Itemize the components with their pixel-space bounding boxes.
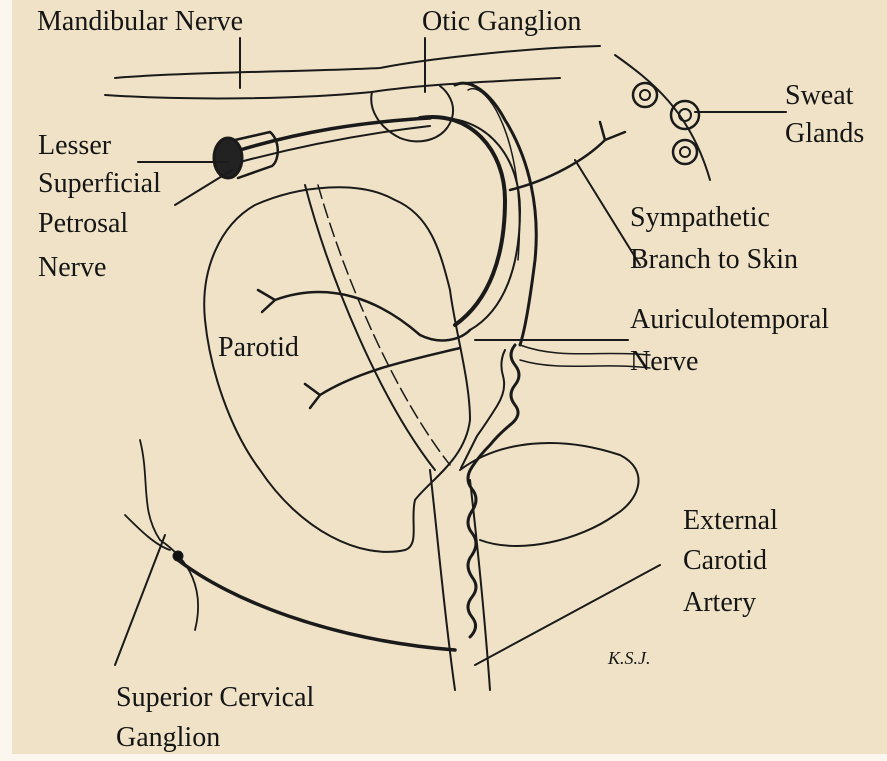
label-artery: Artery	[683, 585, 756, 621]
label-superficial: Superficial	[38, 166, 161, 202]
ear-cartilage	[460, 443, 639, 546]
label-external: External	[683, 503, 778, 539]
carotid-wall-left	[430, 470, 455, 690]
sweat-gland-3	[673, 140, 697, 164]
mandibular-nerve-upper	[115, 46, 600, 78]
bottom-border	[0, 754, 887, 761]
carotid-plexus	[468, 345, 519, 637]
label-parotid: Parotid	[218, 330, 299, 366]
mandibular-nerve-lower	[105, 78, 560, 98]
label-superior-cervical: Superior Cervical	[116, 680, 314, 716]
label-ganglion: Ganglion	[116, 720, 220, 756]
sweat-gland-1	[633, 83, 657, 107]
label-mandibular-nerve: Mandibular Nerve	[37, 4, 243, 40]
parotid-gland	[204, 187, 470, 552]
leader-lesser-2	[175, 170, 232, 205]
left-border	[0, 0, 12, 761]
auriculotemporal-nerve	[420, 117, 505, 325]
label-lesser: Lesser	[38, 128, 111, 164]
label-sweat: Sweat	[785, 78, 853, 114]
label-lesser-nerve: Nerve	[38, 250, 106, 286]
label-branch-to-skin: Branch to Skin	[630, 242, 798, 278]
parotid-branch-lower	[320, 348, 460, 395]
superior-cervical-ganglion	[140, 440, 198, 630]
parotid-branch-upper	[275, 292, 470, 340]
label-petrosal: Petrosal	[38, 206, 128, 242]
artist-signature: K.S.J.	[608, 640, 651, 676]
label-sympathetic: Sympathetic	[630, 200, 770, 236]
label-carotid: Carotid	[683, 543, 767, 579]
lesser-petrosal-nerve	[240, 118, 430, 150]
sweat-gland-boundary	[615, 55, 710, 180]
postganglionic-fiber	[178, 560, 455, 650]
leader-cervical	[115, 535, 165, 665]
label-otic-ganglion: Otic Ganglion	[422, 4, 581, 40]
label-auriculotemporal: Auriculotemporal	[630, 302, 829, 338]
label-glands: Glands	[785, 116, 864, 152]
label-auriculotemporal-nerve: Nerve	[630, 344, 698, 380]
